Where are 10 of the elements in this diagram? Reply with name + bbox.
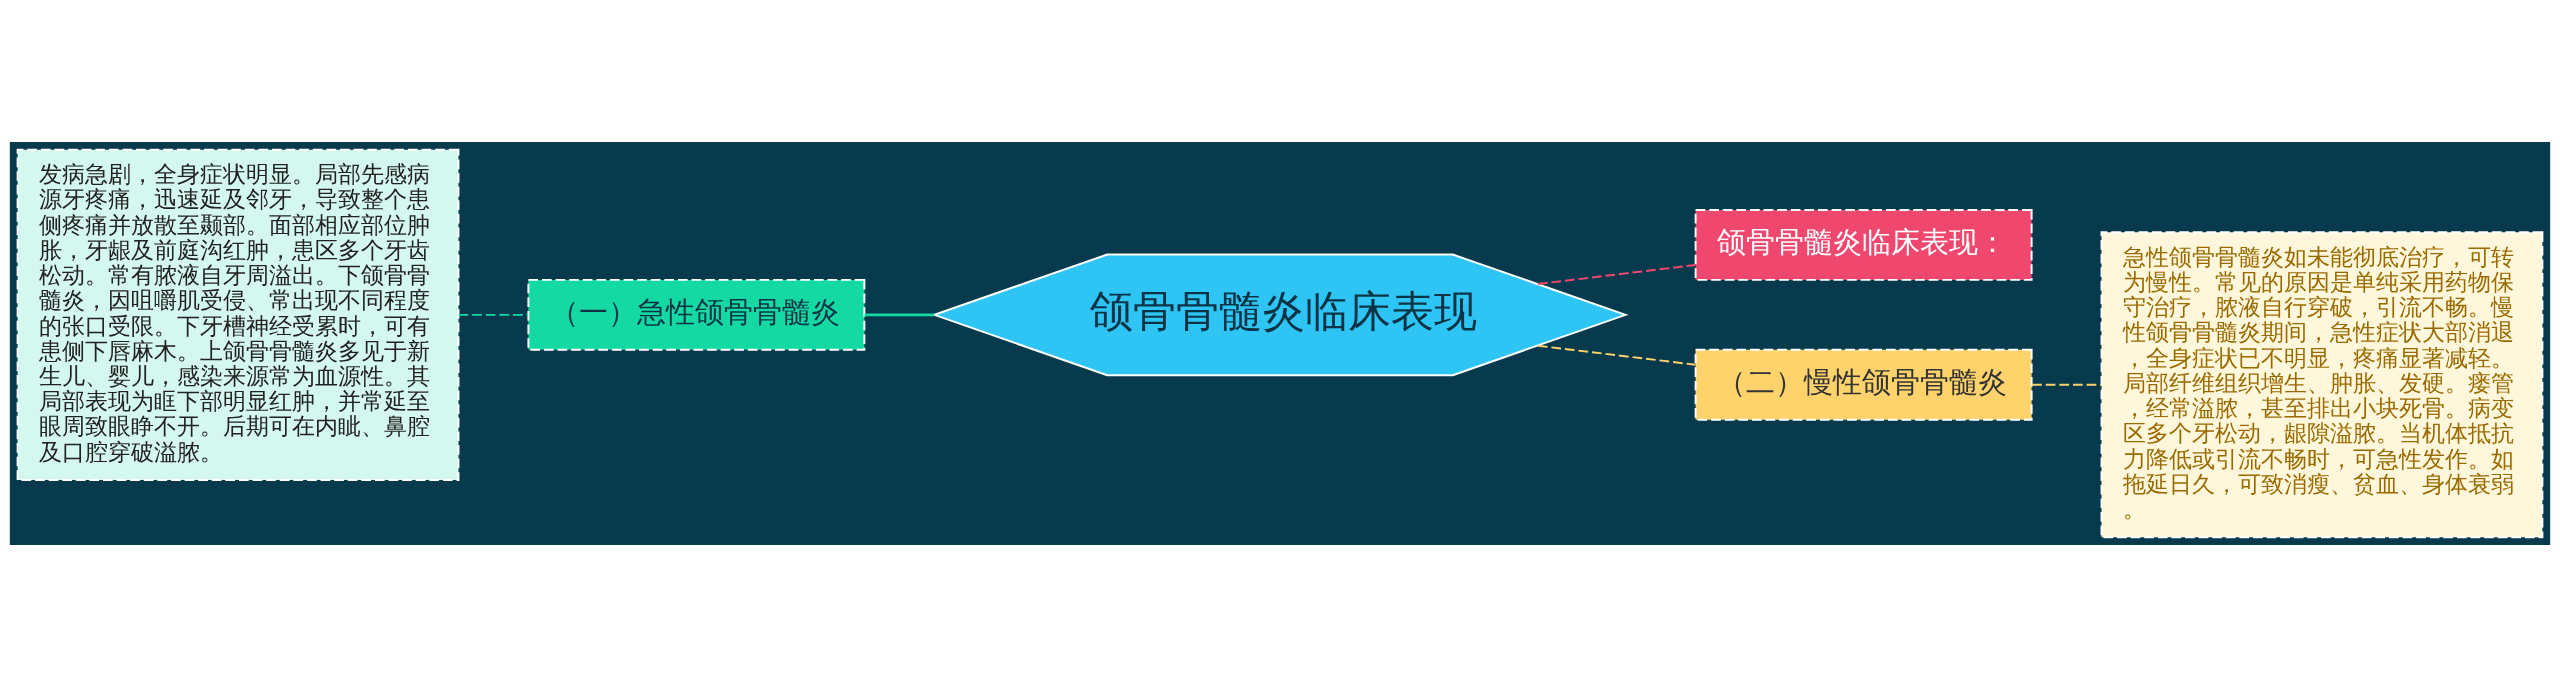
node-box: （二）慢性颌骨骨髓炎 (1694, 348, 2033, 421)
connector (1536, 263, 1697, 285)
connector (1536, 344, 1697, 366)
connector (457, 313, 530, 316)
node-box: 颌骨骨髓炎临床表现： (1694, 208, 2033, 281)
node-box: （一）急性颌骨骨髓炎 (527, 278, 866, 351)
connector (864, 312, 935, 316)
node-box: 发病急剧，全身症状明显。局部先感病源牙疼痛，迅速延及邻牙，导致整个患侧疼痛并放散至颞部。面部相应部位肿胀，牙龈及前庭沟红肿，患区多个牙齿松动。常有脓液自牙周溢出。下颌骨骨髓炎，因咀嚼肌受侵、常出现不同程度的张口受限。下牙槽神经受累时，可有患侧下唇麻木。上颌骨骨髓炎多见于新生儿、婴儿，感染来源常为血源性。其局部表现为眶下部明显红肿，并常延至眼周致眼睁不开。后期可在内眦、鼻腔及口腔穿破溢脓。 (16, 148, 460, 481)
node-box: 急性颌骨骨髓炎如未能彻底治疗，可转为慢性。常见的原因是单纯采用药物保守治疗，脓液自行穿破，引流不畅。慢性颌骨骨髓炎期间，急性症状大部消退，全身症状已不明显，疼痛显著减轻。局部纤维组织增生、肿胀、发硬。瘘管，经常溢脓，甚至排出小块死骨。病变区多个牙松动，龈隙溢脓。当机体抵抗力降低或引流不畅时，可急性发作。如拖延日久，可致消瘦、贫血、身体衰弱。 (2100, 230, 2544, 538)
connector (2031, 383, 2103, 386)
